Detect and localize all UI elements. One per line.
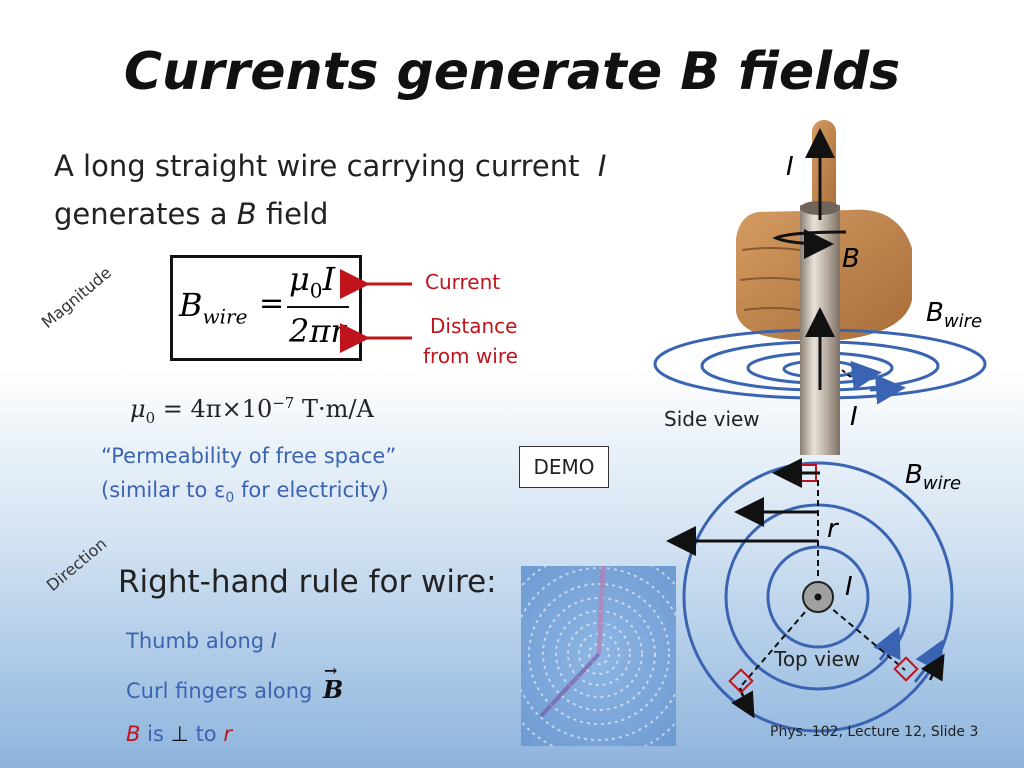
rhr-perp: B is ⊥ to r	[126, 722, 232, 746]
out-of-page-dot-icon	[814, 593, 822, 601]
bwire-bottom-B: B	[905, 460, 923, 490]
intro-line1: A long straight wire carrying current	[54, 149, 580, 183]
mu0-units: T·m/A	[302, 395, 374, 423]
thumb-var: I	[270, 629, 277, 653]
formula-equals: =	[259, 286, 285, 321]
intro-field-var: B	[236, 197, 257, 231]
mu0-equation: μ0 = 4π×10−7 T·m/A	[130, 394, 374, 427]
intro-text: A long straight wire carrying current I …	[54, 142, 606, 238]
top-view-field-arrows	[731, 626, 945, 719]
mu0-value: = 4π×10	[162, 395, 273, 423]
perp-is: is	[147, 722, 164, 746]
similar-a: (similar to ε	[101, 478, 226, 502]
annot-current: Current	[425, 270, 501, 294]
slide-title: Currents generate B fields	[123, 42, 901, 102]
rhr-title: Right-hand rule for wire:	[118, 564, 497, 600]
formula-I: I	[322, 260, 336, 298]
label-I-topview: I	[845, 572, 853, 602]
curl-arrow	[772, 228, 847, 259]
formula-denominator: 2πr	[289, 312, 346, 350]
mu0-exponent: −7	[272, 394, 295, 412]
side-dash	[841, 369, 853, 379]
similar-b: for electricity)	[234, 478, 389, 502]
curl-var-letter: B	[323, 675, 344, 704]
bwire-top-B: B	[926, 298, 944, 328]
label-Bwire-top: Bwire	[926, 298, 982, 332]
label-Bwire-bottom: Bwire	[905, 460, 961, 494]
bwire-top-sub: wire	[943, 311, 983, 333]
rhr-thumb: Thumb along I	[126, 629, 277, 653]
mu0-symbol: μ	[130, 395, 146, 423]
bwire-bottom-sub: wire	[922, 473, 962, 495]
perp-r: r	[223, 722, 232, 746]
label-side-view: Side view	[664, 407, 760, 431]
permeability-text: “Permeability of free space”	[101, 444, 397, 468]
footer: Phys. 102, Lecture 12, Slide 3	[770, 724, 979, 740]
mu0-sub: 0	[145, 408, 156, 427]
intro-line2-a: generates a	[54, 197, 228, 231]
annot-distance-2: from wire	[423, 344, 518, 368]
label-r: r	[827, 514, 838, 544]
radius-dash-lines	[741, 480, 906, 686]
perp-to: to	[195, 722, 217, 746]
formula-box: Bwire = μ0I 2πr	[170, 255, 362, 361]
curl-text: Curl fingers along	[126, 679, 313, 703]
thumb-text: Thumb along	[126, 629, 265, 653]
label-I-top: I	[786, 152, 794, 182]
formula-lhs-sub: wire	[202, 304, 248, 329]
formula-mu: μ	[289, 260, 310, 298]
formula-lhs: Bwire	[179, 286, 247, 328]
curl-var: B→	[323, 661, 344, 704]
formula-mu-sub: 0	[309, 278, 323, 303]
similar-text: (similar to ε0 for electricity)	[101, 478, 389, 506]
iron-filings-photo	[521, 566, 676, 746]
label-I-side: I	[850, 402, 858, 432]
vector-arrow-icon: →	[324, 661, 338, 680]
side-view-field-arrows	[849, 360, 906, 405]
annot-distance-1: Distance	[430, 314, 518, 338]
label-top-view: Top view	[774, 647, 861, 671]
fraction-bar	[287, 306, 349, 308]
perp-symbol: ⊥	[170, 722, 189, 746]
intro-line2-b: field	[265, 197, 329, 231]
formula-numerator: μ0I	[289, 260, 335, 302]
label-B: B	[842, 244, 860, 274]
formula-lhs-B: B	[179, 286, 203, 324]
intro-current-var: I	[597, 149, 607, 183]
similar-sub: 0	[225, 490, 235, 507]
rhr-curl: Curl fingers along B→	[126, 661, 344, 704]
perp-B: B	[126, 722, 141, 746]
demo-button[interactable]: DEMO	[519, 446, 609, 488]
